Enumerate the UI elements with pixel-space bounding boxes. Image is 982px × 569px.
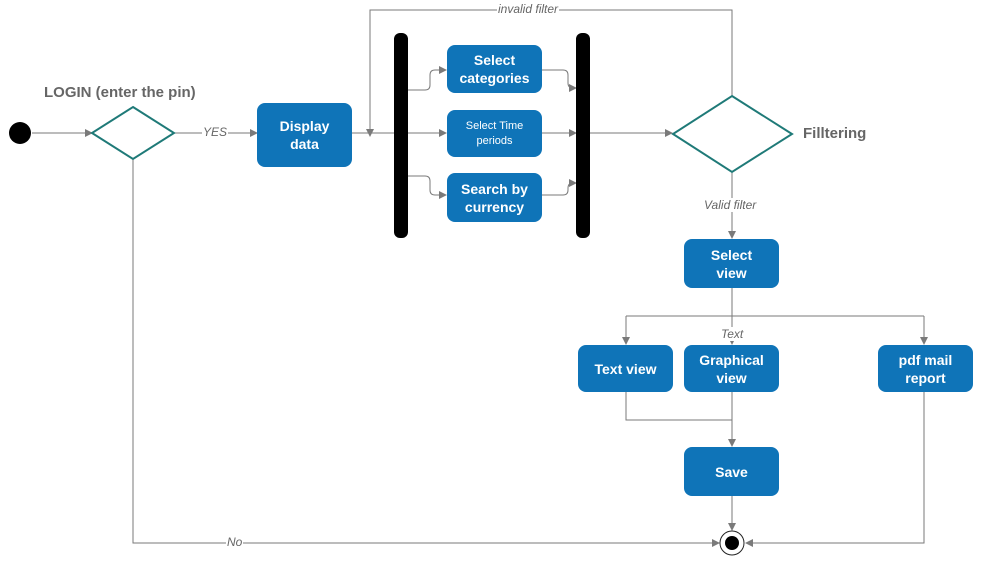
yes-edge-label: YES: [202, 125, 229, 139]
filtering-label: Filltering: [803, 125, 867, 142]
start-node: [9, 122, 31, 144]
invalid-filter-label: invalid filter: [497, 2, 560, 16]
edge-fork-to-categories: [408, 66, 447, 91]
filtering-decision: [671, 94, 794, 174]
no-edge-label: No: [226, 535, 244, 549]
edge-categories-to-join: [542, 69, 577, 92]
edge-login-no-to-end: [132, 159, 720, 547]
text-view-node: Text view: [578, 345, 673, 392]
join-bar: [576, 33, 590, 238]
text-edge-label: Text: [720, 327, 745, 341]
edge-pdf-to-end: [745, 392, 925, 547]
select-categories-node: Select categories: [447, 45, 542, 93]
edge-text-view-to-save: [625, 392, 732, 421]
pdf-mail-report-node: pdf mail report: [878, 345, 973, 392]
save-node: Save: [684, 447, 779, 496]
display-data-node: Display data: [257, 103, 352, 167]
search-by-currency-node: Search by currency: [447, 173, 542, 222]
login-label: LOGIN (enter the pin): [44, 84, 196, 101]
select-view-node: Select view: [684, 239, 779, 288]
edge-fork-to-currency: [408, 175, 447, 199]
fork-bar: [394, 33, 408, 238]
edge-currency-to-join: [542, 179, 577, 196]
edge-view-split: [626, 288, 924, 317]
valid-filter-label: Valid filter: [703, 198, 758, 212]
end-node: [725, 536, 739, 550]
select-time-periods-node: Select Time periods: [447, 110, 542, 157]
graphical-view-node: Graphical view: [684, 345, 779, 392]
login-decision: [90, 105, 176, 161]
edge-invalid-filter-loop: [366, 9, 733, 137]
